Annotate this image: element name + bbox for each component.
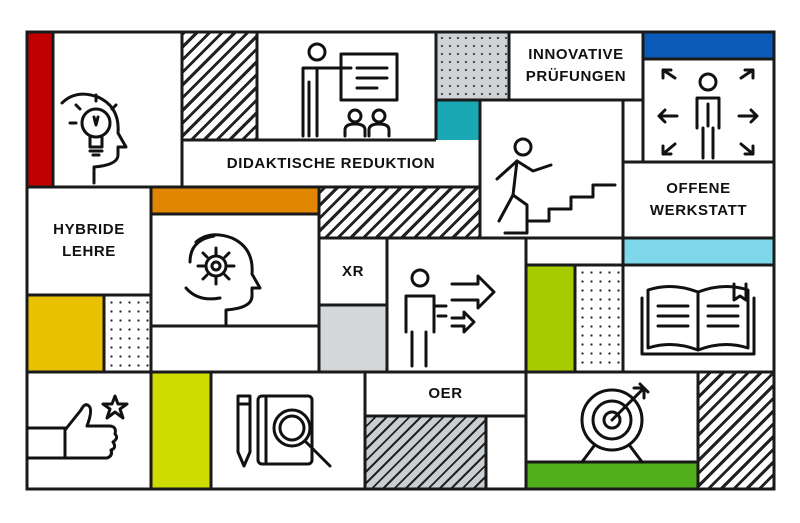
person-arrows-icon [657, 68, 759, 160]
open-book-icon [640, 282, 756, 356]
orange-strip [151, 187, 319, 214]
light-blue-strip [623, 238, 774, 265]
lime-tile [526, 265, 575, 372]
tile-didaktische-reduktion: DIDAKTISCHE REDUKTION [226, 154, 436, 172]
yellow-green-tile [151, 372, 211, 489]
gear-head-icon [184, 233, 262, 326]
dotted-tile-top [436, 32, 509, 100]
tile-hybride-lehre: HYBRIDE LEHRE [53, 221, 125, 260]
tile-offene-werkstatt: OFFENE WERKSTATT [649, 180, 748, 219]
tile-innovative-pruefungen: INNOVATIVE PRÜFUNGEN [525, 46, 627, 85]
target-arrow-icon [580, 382, 650, 464]
tile-xr: XR [341, 262, 365, 280]
presenter-board-icon [301, 42, 399, 138]
tile-oer: OER [428, 385, 463, 403]
green-strip [526, 462, 698, 489]
teal-tile [436, 100, 480, 140]
yellow-tile [27, 295, 104, 372]
person-double-arrow-icon [404, 268, 496, 368]
lightbulb-head-icon [60, 92, 128, 185]
pencil-magnifier-icon [236, 394, 332, 468]
dotted-tile-right [575, 265, 623, 372]
grey-tile [319, 305, 387, 372]
hatch-tile-middle [319, 187, 480, 238]
red-strip [27, 32, 53, 188]
thumbs-up-star-icon [25, 394, 129, 460]
hatch-tile-top [182, 32, 257, 140]
hatch-tile-bottom [365, 416, 486, 489]
person-stairs-icon [495, 137, 617, 235]
blue-strip [643, 32, 774, 59]
hatch-tile-corner [698, 372, 774, 489]
dotted-tile-left [104, 295, 151, 372]
